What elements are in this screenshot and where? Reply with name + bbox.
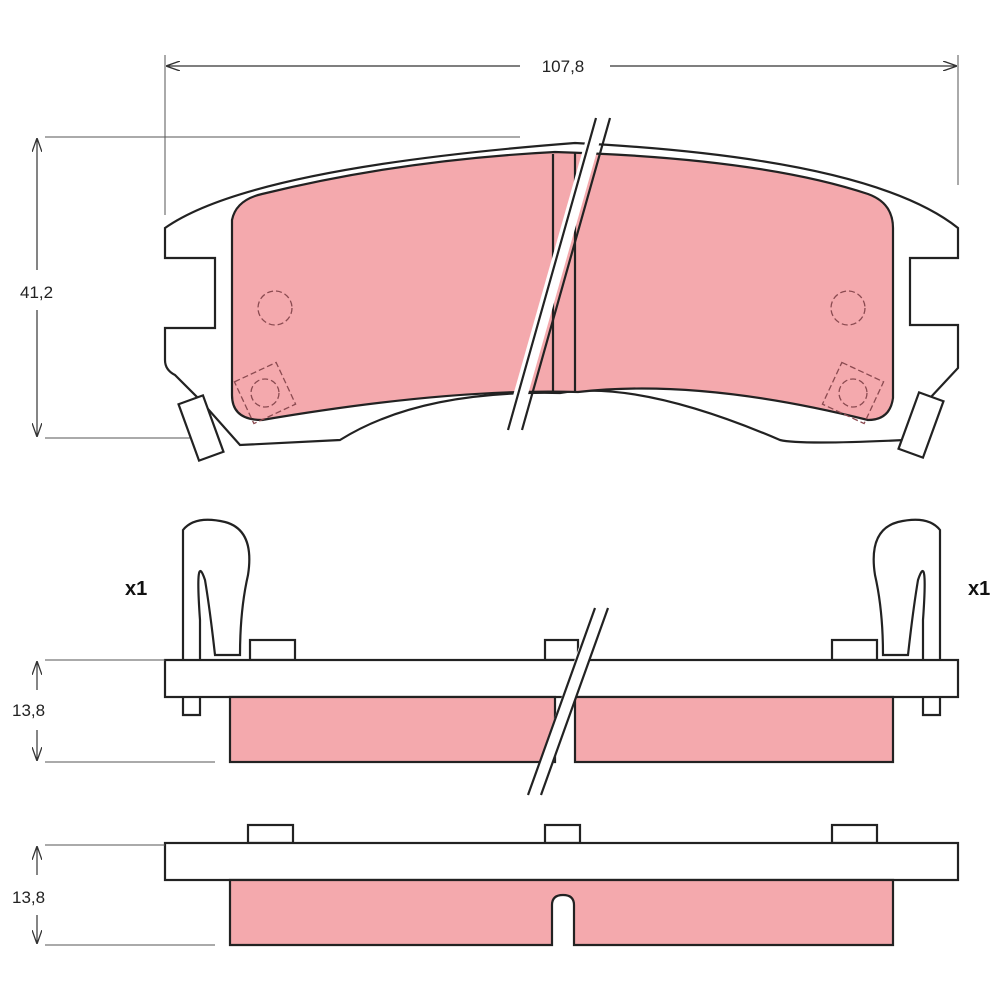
width-dimension: 107,8 [164, 55, 959, 215]
pad-side-view-with-clips: 13,8 [12, 605, 960, 798]
thickness-label-bottom: 13,8 [12, 888, 45, 907]
height-dimension: 41,2 [20, 136, 520, 439]
pad-front-view [163, 113, 960, 463]
height-label: 41,2 [20, 283, 53, 302]
left-clip-quantity: x1 [125, 578, 147, 600]
right-clip-quantity: x1 [968, 578, 990, 600]
width-label: 107,8 [542, 57, 585, 76]
pad-side-view: 13,8 [12, 823, 960, 947]
thickness-label-top: 13,8 [12, 701, 45, 720]
